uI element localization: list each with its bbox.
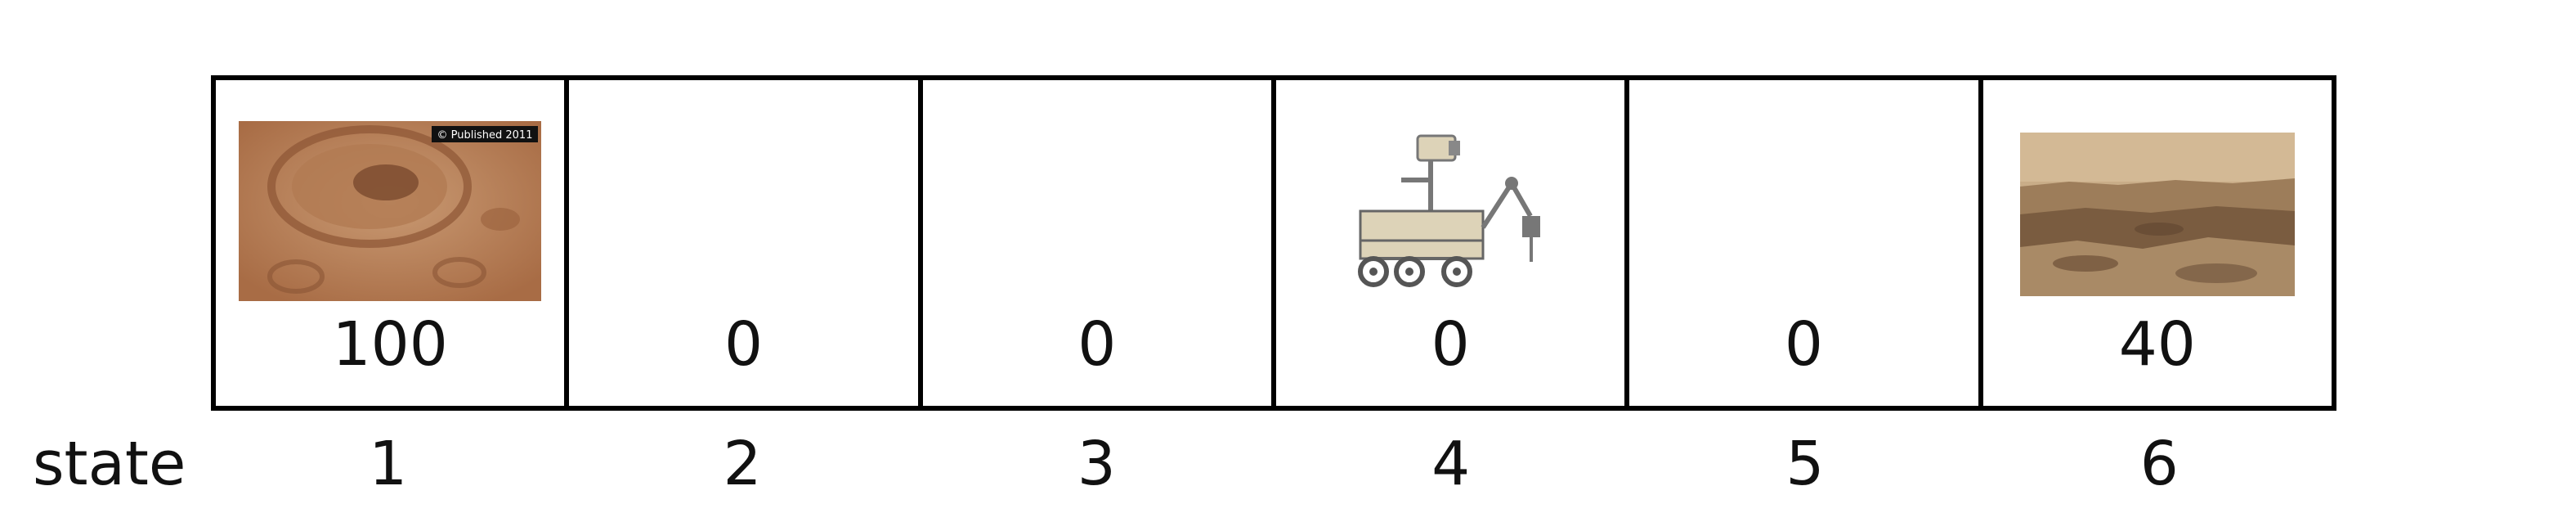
cell-value: 100 (332, 309, 448, 380)
cell-value: 0 (724, 309, 764, 380)
cell-value: 40 (2118, 309, 2196, 380)
state-number: 2 (723, 429, 762, 499)
state-cell-2: 0 (564, 80, 917, 406)
mars-crater-image: © Published 2011 (239, 121, 542, 301)
cell-value: 0 (1077, 309, 1117, 380)
state-cell-5: 0 (1624, 80, 1978, 406)
state-number: 5 (1785, 429, 1825, 499)
state-number: 6 (2139, 429, 2179, 499)
state-number: 4 (1431, 429, 1471, 499)
state-cell-1: © Published 2011 100 (216, 80, 564, 406)
state-cell-3: 0 (917, 80, 1271, 406)
state-cell-6: 40 (1978, 80, 2332, 406)
state-number: 1 (369, 429, 408, 499)
row-label: state (33, 429, 186, 499)
state-cell-4: 0 (1270, 80, 1624, 406)
state-number: 3 (1077, 429, 1116, 499)
image-caption: © Published 2011 (437, 129, 533, 142)
mars-terrain-image (2019, 133, 2295, 296)
state-strip: © Published 2011 100 0 0 (211, 75, 2336, 411)
state-numbers: 1 2 3 4 5 6 (211, 434, 2336, 494)
rover-icon (1358, 134, 1541, 287)
cell-value: 0 (1431, 309, 1470, 380)
cell-value: 0 (1784, 309, 1824, 380)
